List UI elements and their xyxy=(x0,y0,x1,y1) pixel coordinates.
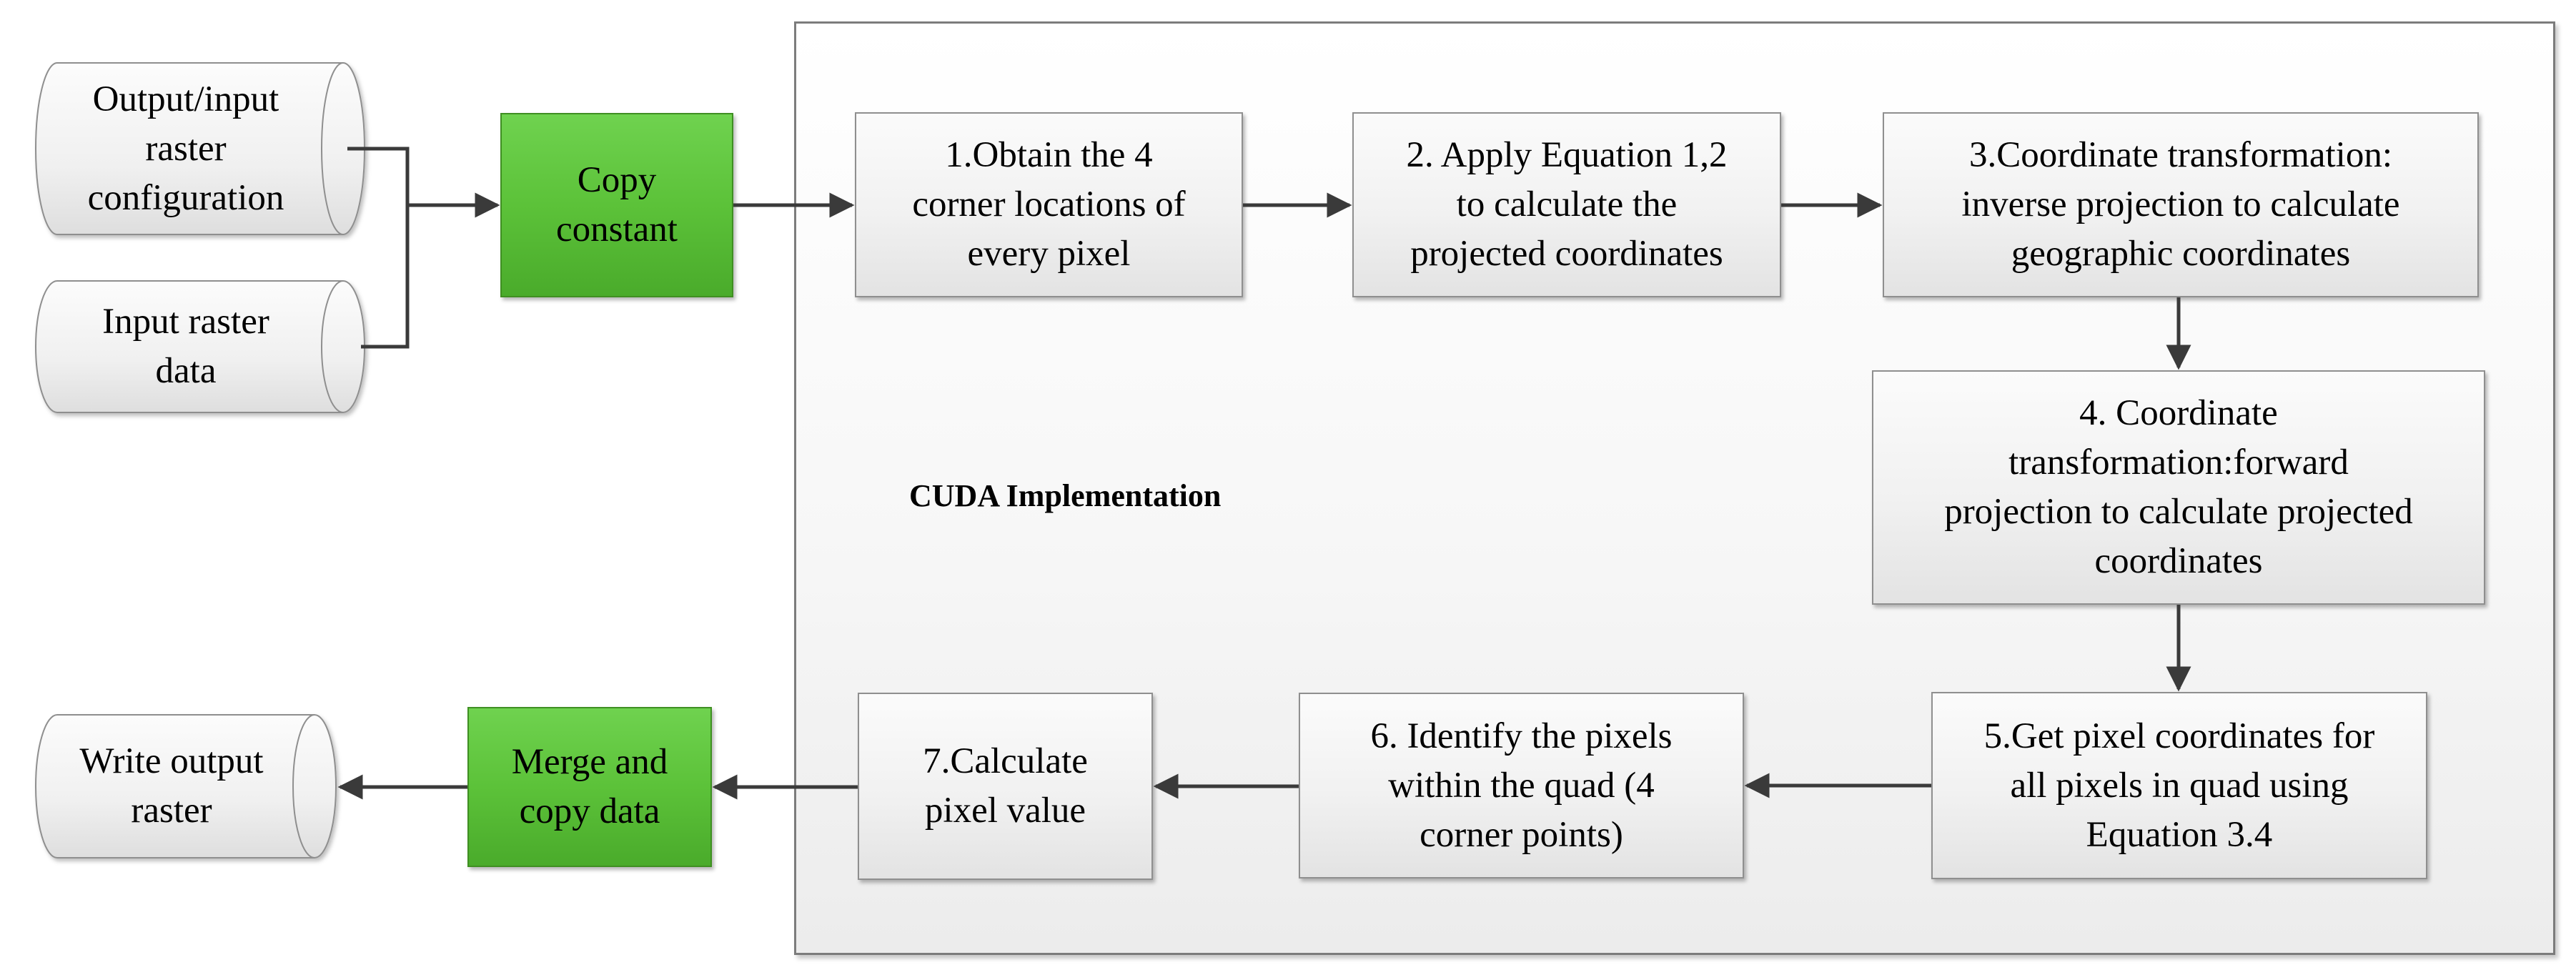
step-4-box: 4. Coordinate transformation:forward pro… xyxy=(1872,370,2485,605)
connector-raster xyxy=(361,205,410,349)
copy-constant-label: Copy constant xyxy=(556,160,678,249)
step-2-label: 2. Apply Equation 1,2 to calculate the p… xyxy=(1406,135,1728,274)
input-raster-node: Input raster data xyxy=(36,281,336,412)
output-raster-node: Write output raster xyxy=(36,715,307,858)
step-1-label: 1.Obtain the 4 corner locations of every… xyxy=(912,135,1186,274)
output-raster-label: Write output raster xyxy=(79,741,264,831)
input-raster-cylinder xyxy=(35,280,365,413)
step-3-label: 3.Coordinate transformation: inverse pro… xyxy=(1961,135,2400,274)
step-7-label: 7.Calculate pixel value xyxy=(923,741,1088,831)
connector-config xyxy=(347,147,410,205)
output-raster-cylinder xyxy=(35,714,337,858)
step-6-box: 6. Identify the pixels within the quad (… xyxy=(1299,693,1744,878)
step-3-box: 3.Coordinate transformation: inverse pro… xyxy=(1883,112,2479,297)
input-config-label: Output/input raster configuration xyxy=(87,79,284,218)
copy-constant-box: Copy constant xyxy=(500,113,733,297)
input-config-node: Output/input raster configuration xyxy=(36,63,336,234)
step-5-label: 5.Get pixel coordinates for all pixels i… xyxy=(1983,716,2375,855)
step-4-label: 4. Coordinate transformation:forward pro… xyxy=(1944,393,2413,581)
step-2-box: 2. Apply Equation 1,2 to calculate the p… xyxy=(1352,112,1781,297)
step-1-box: 1.Obtain the 4 corner locations of every… xyxy=(855,112,1243,297)
step-6-label: 6. Identify the pixels within the quad (… xyxy=(1370,716,1673,855)
merge-copy-label: Merge and copy data xyxy=(511,742,668,831)
merge-copy-box: Merge and copy data xyxy=(467,707,712,867)
input-config-cylinder xyxy=(35,62,365,235)
step-7-box: 7.Calculate pixel value xyxy=(858,693,1153,880)
input-raster-label: Input raster data xyxy=(102,302,269,391)
container-title: CUDA Implementation xyxy=(909,478,1222,513)
step-5-box: 5.Get pixel coordinates for all pixels i… xyxy=(1931,692,2427,879)
